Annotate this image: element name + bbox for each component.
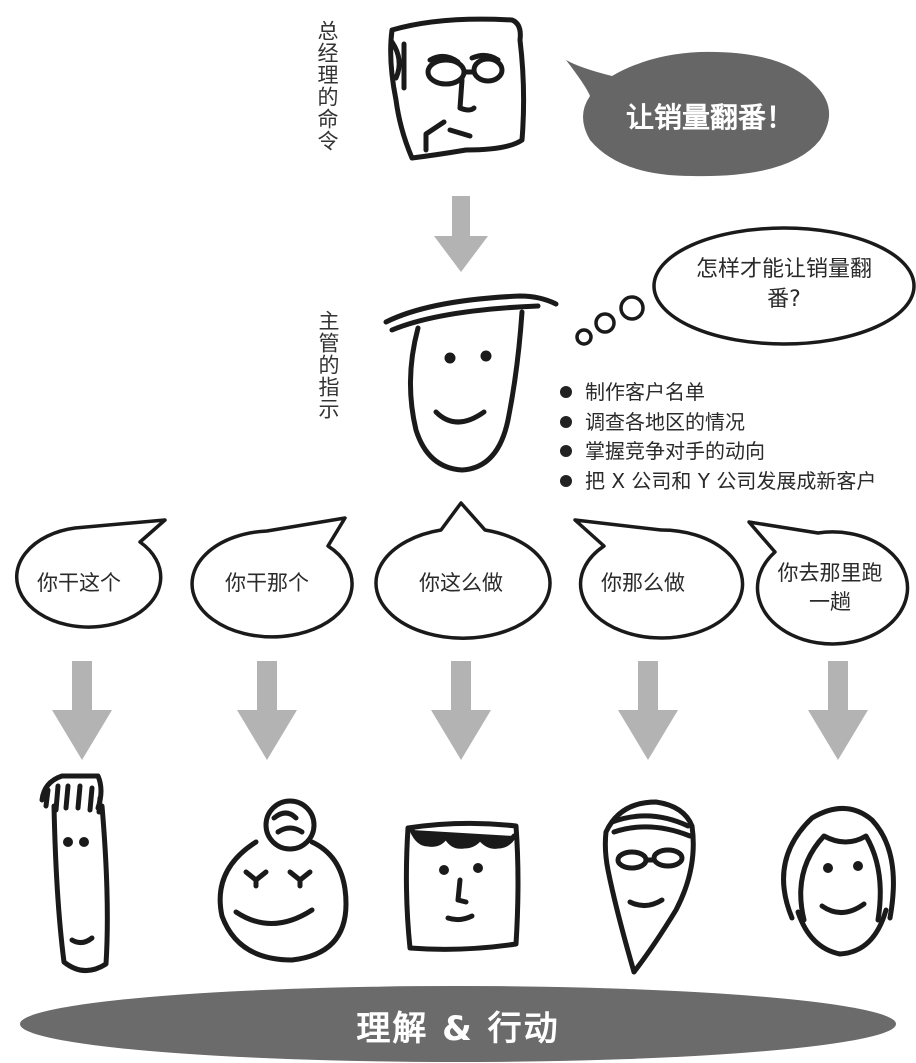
supervisor-label: 主管的指示 [316,310,340,420]
footer-text: 理解 & 行动 [356,1009,560,1049]
instruction-bubble-3 [374,501,552,640]
bullet-icon [560,415,572,428]
instruction-text-3: 你这么做 [419,571,503,595]
employee-face-icon [39,773,110,973]
arrow-down-icon [618,661,678,760]
task-item: 调查各地区的情况 [560,408,876,438]
task-list: 制作客户名单 调查各地区的情况 掌握竞争对手的动向 把 X 公司和 Y 公司发展… [560,378,876,496]
employee-face-icon [403,820,521,952]
gm-label: 总经理的命令 [315,20,339,152]
arrows-row [52,661,868,760]
instruction-bubble-1 [14,518,167,629]
employee-face-icon [602,799,696,975]
arrow-down-icon [808,661,868,760]
arrow-down-icon [52,661,112,760]
task-item: 制作客户名单 [560,378,876,408]
employee-face-icon [217,798,349,963]
supervisor-face-icon [383,293,559,473]
instruction-bubble-5 [747,520,910,646]
bullet-icon [560,386,572,398]
instruction-bubbles [14,501,910,646]
arrow-down-icon [431,661,491,760]
task-item: 把 X 公司和 Y 公司发展成新客户 [560,467,876,497]
instruction-text-4: 你那么做 [601,571,685,595]
instruction-bubble-4 [573,518,745,640]
instruction-bubble-2 [190,516,354,639]
arrow-down-icon [237,661,297,760]
footer-ellipse [20,986,896,1062]
gm-speech-bubble [566,51,830,177]
supervisor-thought-bubble [575,226,916,346]
bullet-icon [560,474,572,487]
bullet-icon [560,445,572,457]
instruction-text-1: 你干这个 [37,571,121,595]
instruction-text-5: 你去那里跑一趟 [777,561,883,614]
gm-speech-text: 让销量翻番！ [625,101,794,134]
task-item: 掌握竞争对手的动向 [560,437,876,467]
arrow-down-icon [434,196,488,272]
supervisor-thought-text: 怎样才能让销量翻番? [695,257,872,312]
instruction-text-2: 你干那个 [225,571,309,595]
employee-face-icon [781,806,896,957]
gm-face-icon [388,16,527,161]
